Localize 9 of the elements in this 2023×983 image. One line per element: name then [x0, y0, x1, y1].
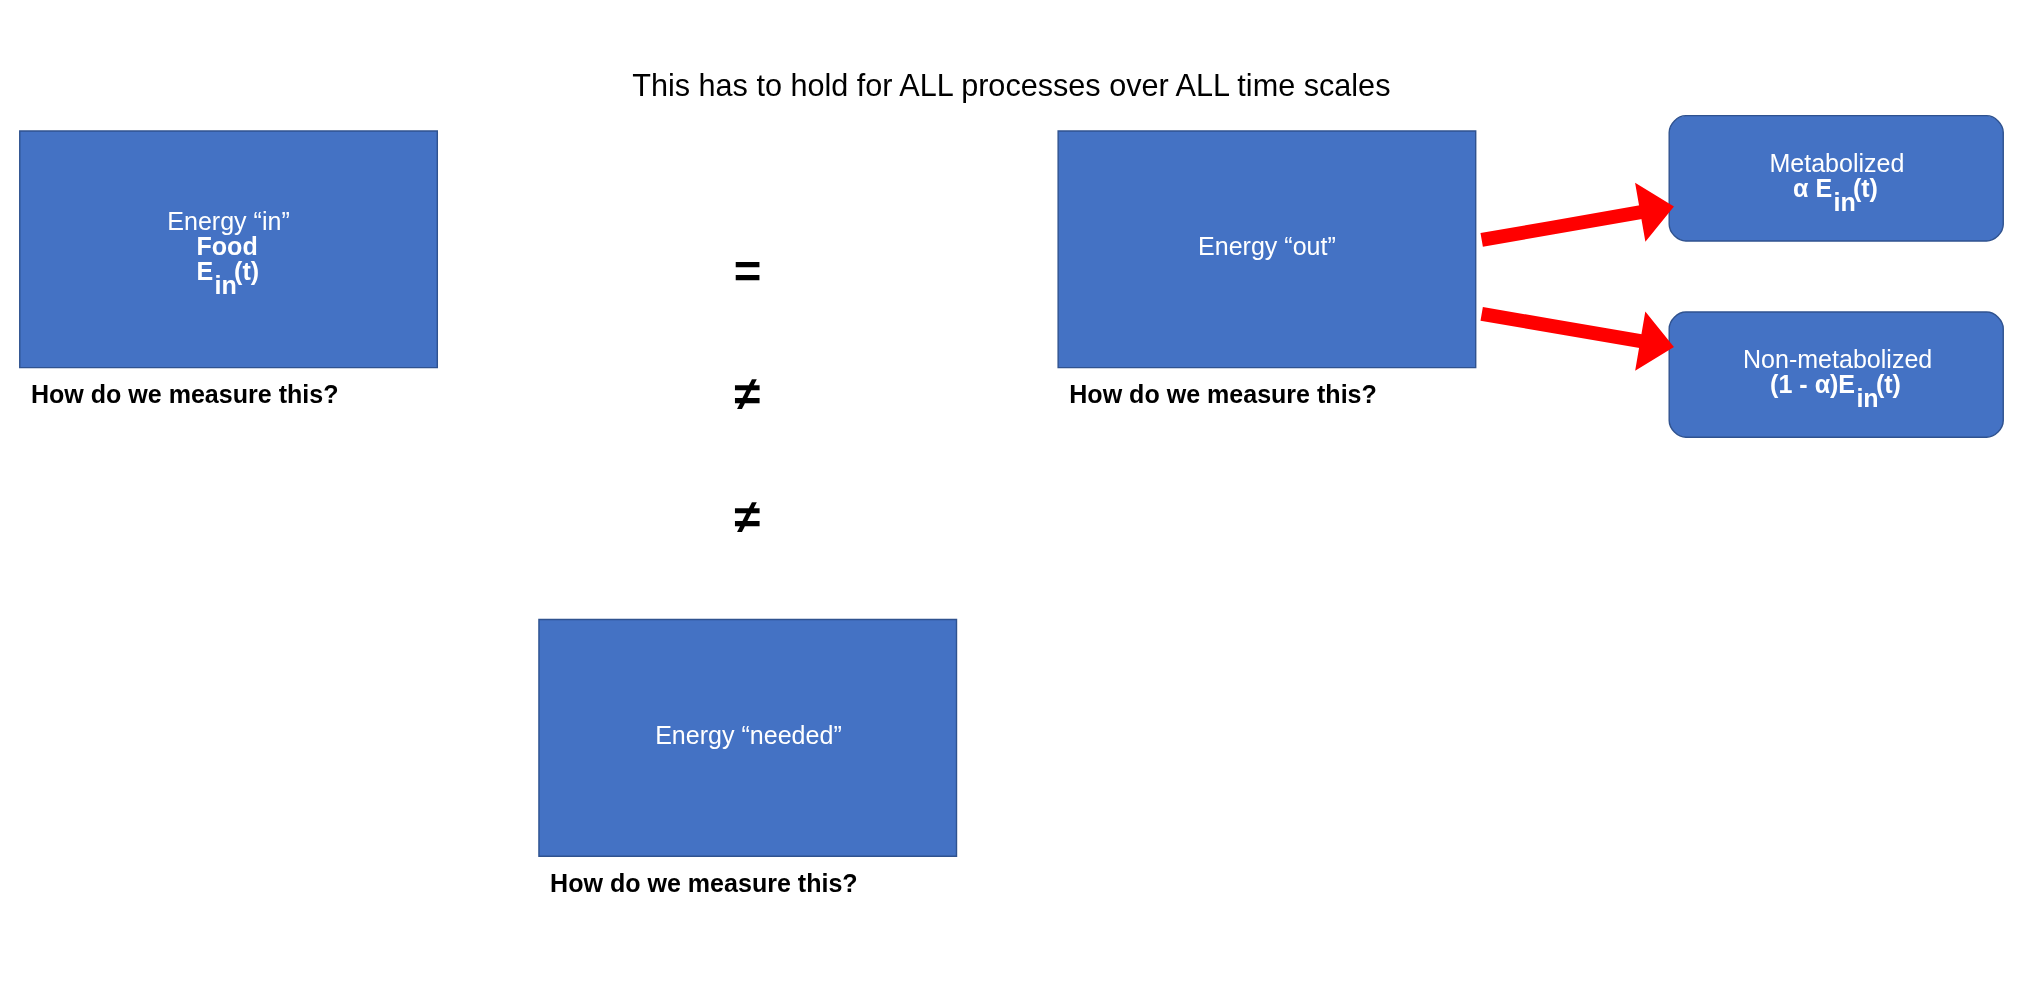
node-label: How do we measure this? — [30, 379, 339, 408]
label: ≠ — [734, 489, 761, 543]
node-label: How do we measure this? — [550, 868, 858, 897]
arrow — [1480, 306, 1674, 371]
node-label: How do we measure this? — [1069, 379, 1377, 408]
label: = — [733, 244, 762, 298]
label: ≠ — [734, 367, 761, 421]
diagram-title: This has to hold for ALL processes over ALL time scales — [632, 67, 1391, 102]
arrow — [1480, 182, 1674, 247]
